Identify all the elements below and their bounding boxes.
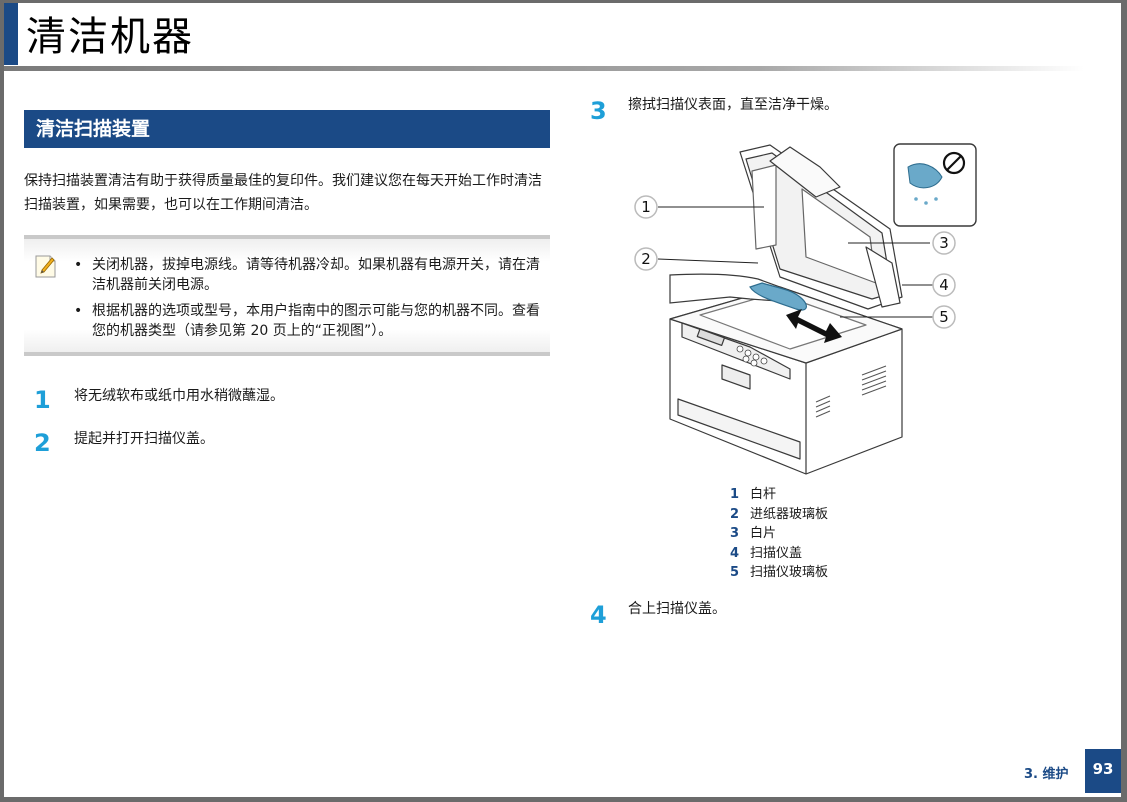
svg-text:4: 4	[939, 276, 949, 294]
legend-number: 2	[730, 506, 740, 522]
figure-legend: 1 白杆 2 进纸器玻璃板 3 白片 4 扫描仪盖 5 扫描仪玻璃板	[730, 485, 828, 583]
note-box: 关闭机器，拔掉电源线。请等待机器冷却。如果机器有电源开关，请在清洁机器前关闭电源…	[24, 235, 550, 356]
callout-1: 1	[634, 195, 658, 219]
legend-label: 进纸器玻璃板	[750, 506, 829, 522]
svg-text:1: 1	[641, 198, 651, 216]
page-number: 93	[1085, 749, 1121, 793]
legend-label: 白杆	[750, 487, 777, 502]
note-item: 关闭机器，拔掉电源线。请等待机器冷却。如果机器有电源开关，请在清洁机器前关闭电源…	[72, 255, 548, 295]
step-number: 4	[590, 601, 607, 629]
legend-number: 4	[730, 545, 740, 561]
step-text: 擦拭扫描仪表面，直至洁净干燥。	[628, 97, 838, 113]
svg-text:5: 5	[939, 308, 949, 326]
callout-3: 3	[932, 231, 956, 255]
footer-chapter: 3. 维护	[1024, 767, 1069, 782]
legend-number: 1	[730, 487, 740, 502]
section-heading: 清洁扫描装置	[24, 110, 550, 148]
legend-item: 5 扫描仪玻璃板	[730, 563, 828, 583]
step-text: 将无绒软布或纸巾用水稍微蘸湿。	[74, 388, 284, 404]
callout-2: 2	[634, 247, 658, 271]
legend-item: 3 白片	[730, 524, 828, 544]
title-accent-bar	[4, 3, 18, 65]
callout-5: 5	[932, 305, 956, 329]
legend-label: 扫描仪玻璃板	[750, 565, 829, 580]
legend-item: 1 白杆	[730, 485, 828, 505]
step-number: 2	[34, 429, 51, 457]
legend-number: 5	[730, 565, 740, 580]
page-title: 清洁机器	[26, 14, 194, 60]
scanner-illustration: 1 2 3 4 5	[634, 143, 977, 475]
step-number: 1	[34, 386, 51, 414]
step-text: 提起并打开扫描仪盖。	[74, 431, 214, 447]
legend-label: 白片	[750, 526, 777, 541]
section-intro: 保持扫描装置清洁有助于获得质量最佳的复印件。我们建议您在每天开始工作时清洁扫描装…	[24, 173, 542, 213]
note-list: 关闭机器，拔掉电源线。请等待机器冷却。如果机器有电源开关，请在清洁机器前关闭电源…	[72, 255, 548, 347]
title-divider	[4, 66, 1084, 71]
step-number: 3	[590, 97, 607, 125]
legend-number: 3	[730, 526, 740, 541]
step-text: 合上扫描仪盖。	[628, 601, 726, 617]
note-item: 根据机器的选项或型号，本用户指南中的图示可能与您的机器不同。查看您的机器类型（请…	[72, 301, 548, 341]
legend-item: 2 进纸器玻璃板	[730, 505, 828, 525]
note-pencil-icon	[35, 255, 56, 278]
prohibition-icon	[942, 151, 966, 175]
svg-text:2: 2	[641, 250, 651, 268]
svg-text:3: 3	[939, 234, 949, 252]
legend-label: 扫描仪盖	[750, 545, 803, 561]
document-page: 清洁机器 清洁扫描装置 保持扫描装置清洁有助于获得质量最佳的复印件。我们建议您在…	[4, 3, 1121, 797]
legend-item: 4 扫描仪盖	[730, 544, 828, 564]
callout-4: 4	[932, 273, 956, 297]
